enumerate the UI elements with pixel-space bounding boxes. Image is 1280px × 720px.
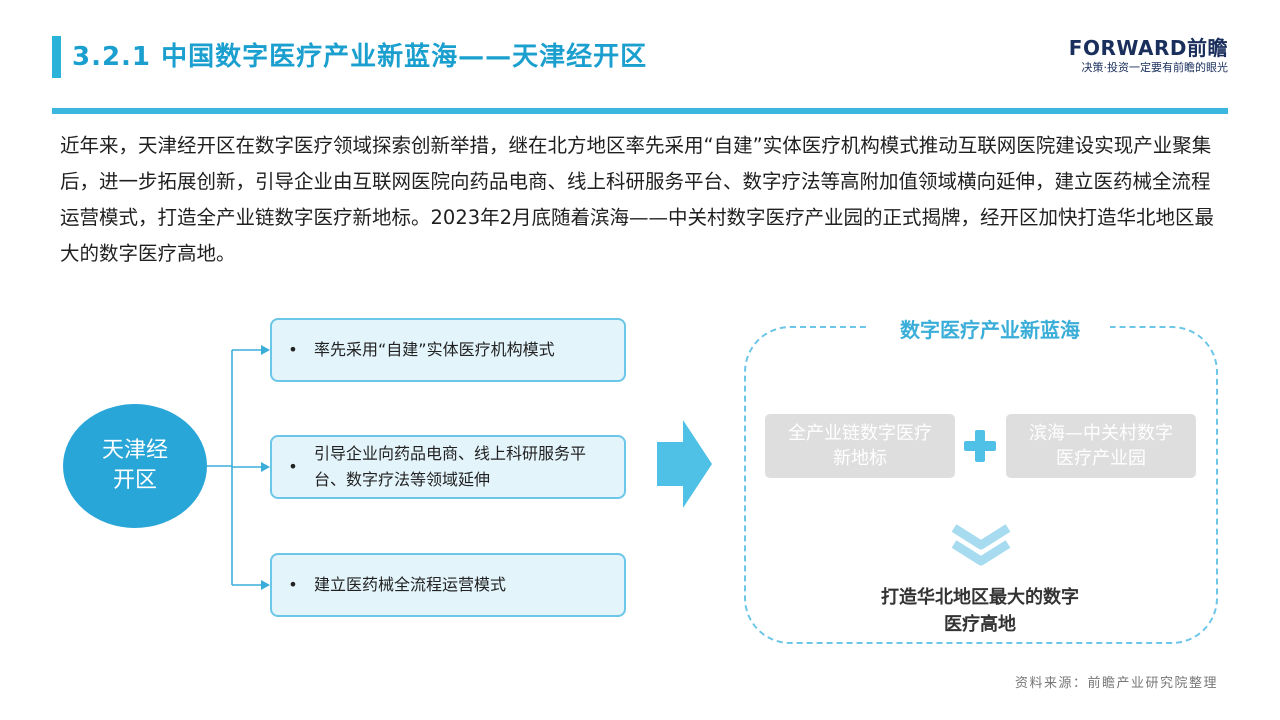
source-note: 资料来源：前瞻产业研究院整理 (1014, 676, 1218, 691)
page-title: 3.2.1 中国数字医疗产业新蓝海——天津经开区 (72, 42, 648, 72)
logo-text: FORWARD前瞻 (1068, 36, 1228, 60)
brand-logo: FORWARD前瞻 决策·投资一定要有前瞻的眼光 (1053, 36, 1228, 76)
bullet: • (288, 340, 298, 359)
header-divider (52, 108, 1228, 114)
right-arrow-icon (657, 420, 712, 508)
branch-box-2: • 引导企业向药品电商、线上科研服务平台、数字疗法等领域延伸 (270, 435, 626, 499)
arrowhead-1 (261, 345, 270, 355)
panel-left-label: 全产业链数字医疗新地标 (788, 423, 932, 469)
arrowhead-3 (261, 580, 270, 590)
intro-paragraph: 近年来，天津经开区在数字医疗领域探索创新举措，继在北方地区率先采用“自建”实体医… (60, 134, 1215, 265)
panel-right-box: 滨海—中关村数字医疗产业园 (1006, 414, 1196, 478)
intro-text: 近年来，天津经开区在数字医疗领域探索创新举措，继在北方地区率先采用“自建”实体医… (60, 128, 1224, 272)
panel-right-label: 滨海—中关村数字医疗产业园 (1029, 423, 1173, 469)
panel-left-box: 全产业链数字医疗新地标 (765, 414, 955, 478)
plus-icon (964, 430, 996, 462)
result-text: 打造华北地区最大的数字医疗高地 (850, 584, 1110, 638)
result-label: 打造华北地区最大的数字医疗高地 (881, 587, 1079, 635)
double-chevron-down-icon (951, 524, 1011, 566)
panel-title: 数字医疗产业新蓝海 (870, 316, 1110, 344)
center-node-label: 天津经开区 (101, 438, 168, 493)
logo-slogan: 决策·投资一定要有前瞻的眼光 (1081, 61, 1229, 74)
bullet: • (288, 457, 298, 476)
branch-label-1: 率先采用“自建”实体医疗机构模式 (314, 340, 555, 359)
bullet: • (288, 575, 298, 594)
branch-box-1: • 率先采用“自建”实体医疗机构模式 (270, 318, 626, 382)
title-accent-bar (52, 36, 61, 78)
branch-label-3: 建立医药械全流程运营模式 (314, 575, 507, 594)
branch-label-2: 引导企业向药品电商、线上科研服务平台、数字疗法等领域延伸 (314, 444, 587, 489)
branch-box-3: • 建立医药械全流程运营模式 (270, 553, 626, 617)
center-node: 天津经开区 (63, 404, 207, 528)
arrowhead-2 (261, 462, 270, 472)
